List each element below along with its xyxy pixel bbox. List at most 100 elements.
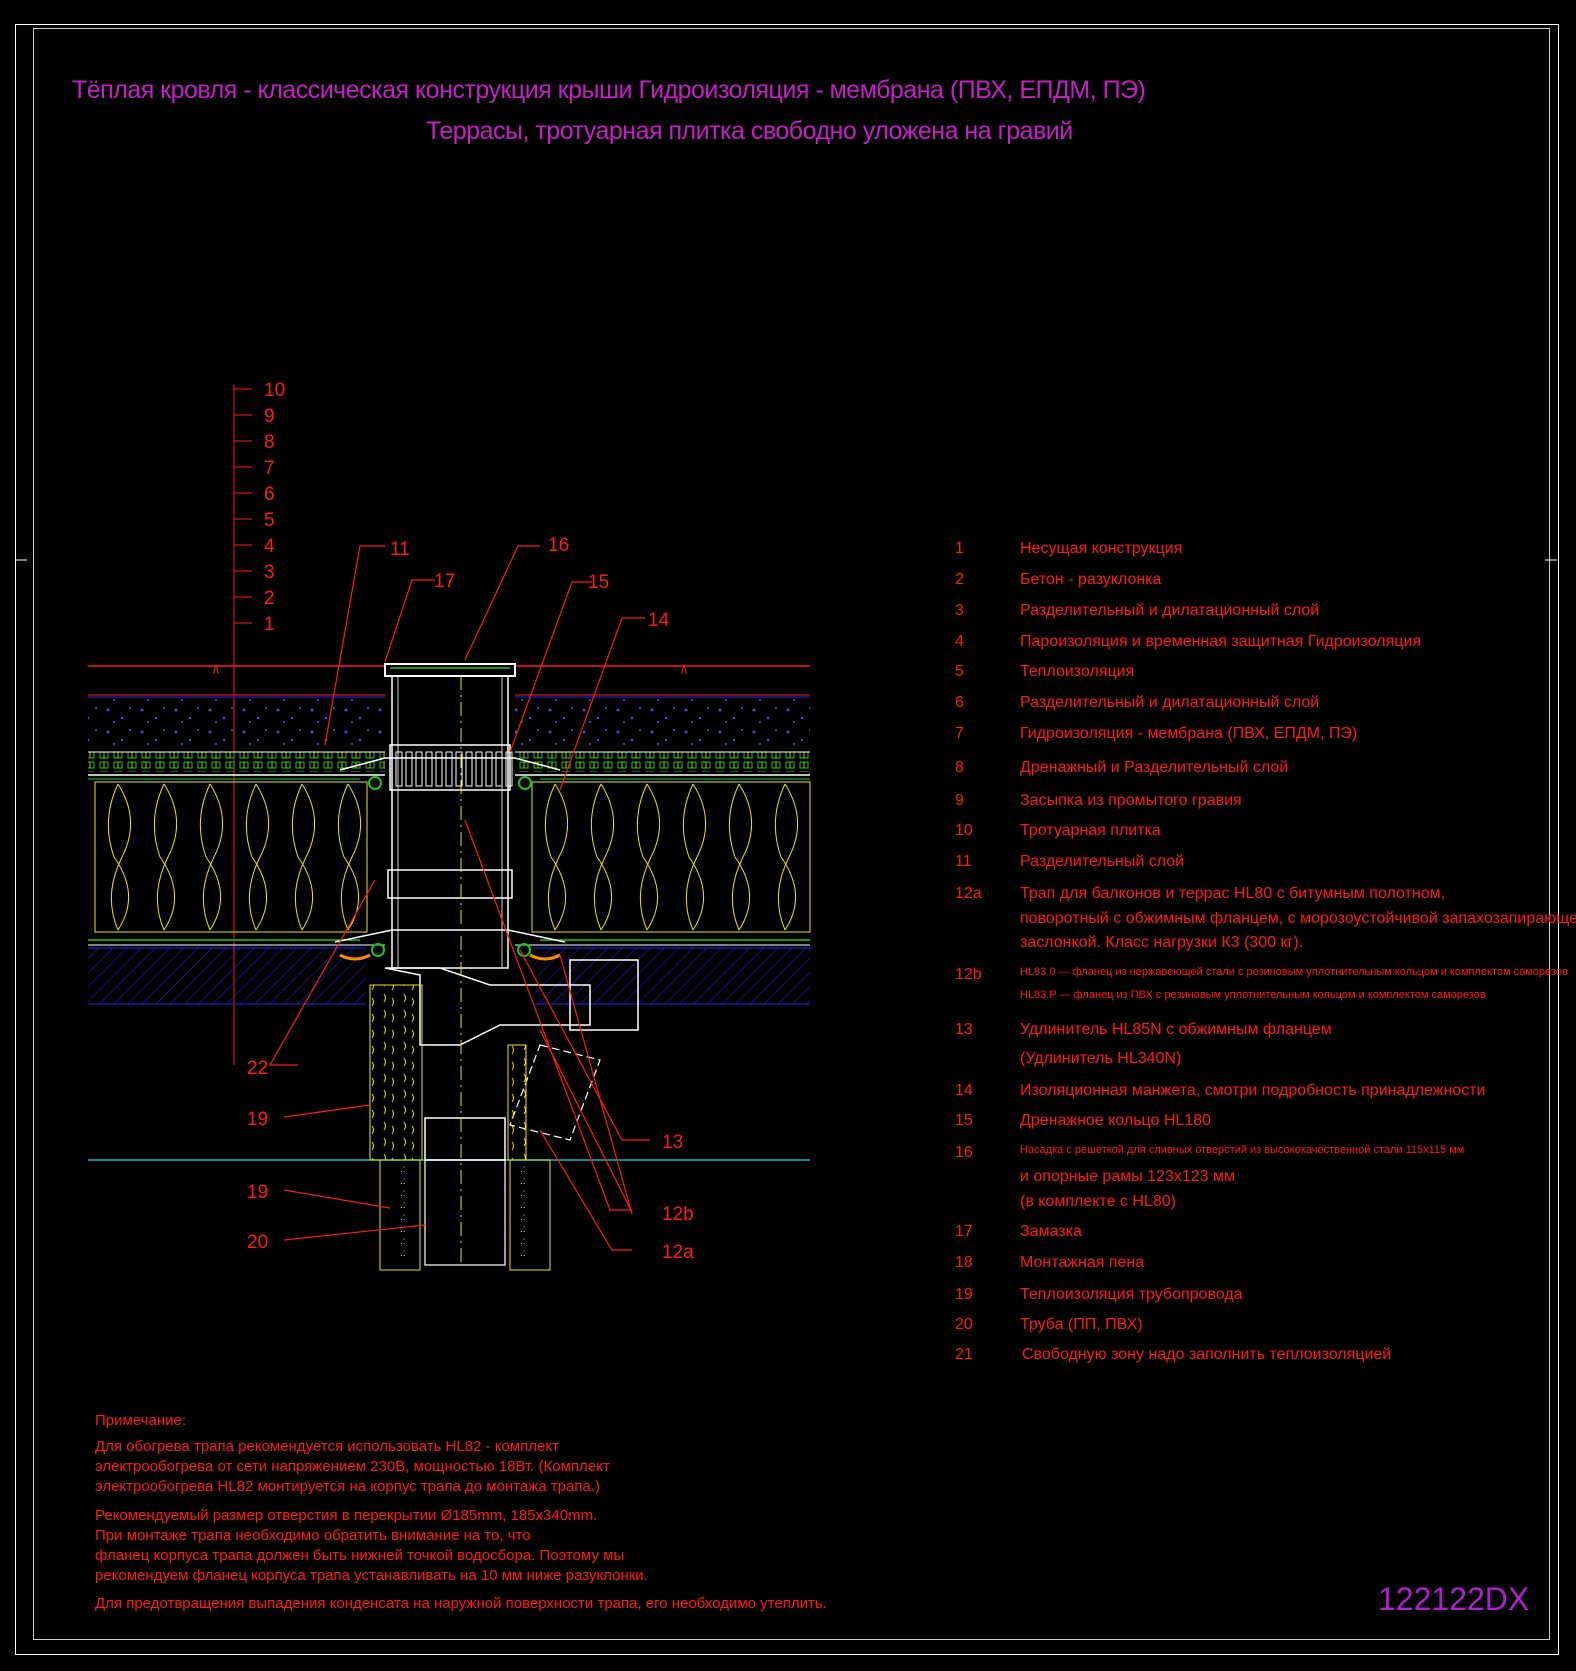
svg-text:.:: .: xyxy=(400,1236,406,1247)
legend-text: Разделительный и дилатационный слой xyxy=(1020,694,1320,711)
legend-number: 14 xyxy=(955,1082,973,1099)
legend-text: Труба (ПП, ПВХ) xyxy=(1020,1316,1143,1333)
layer-scale-label: 9 xyxy=(264,406,275,427)
legend-number: 12a xyxy=(955,885,982,902)
note-p2-l4: рекомендуем фланец корпуса трапа устанав… xyxy=(95,1567,648,1584)
callout-22: 22 xyxy=(247,1058,268,1079)
svg-text:.:: .: xyxy=(400,1188,406,1199)
legend-number: 11 xyxy=(955,853,972,870)
legend-number: 5 xyxy=(955,663,964,680)
title-line-1: Тёплая кровля - классическая конструкция… xyxy=(72,76,1146,104)
legend-text: Удлинитель HL85N с обжимным фланцем xyxy=(1020,1021,1332,1038)
legend-text: Бетон - разуклонка xyxy=(1020,571,1162,588)
legend-number: 15 xyxy=(955,1112,973,1129)
legend-text: HL83.P — фланец из ПВХ с резиновым уплот… xyxy=(1020,989,1486,1001)
legend-text: Теплоизоляция трубопровода xyxy=(1020,1286,1243,1303)
layer-scale-label: 3 xyxy=(264,562,275,583)
gravel-fill-layer xyxy=(88,696,810,749)
legend-text: Теплоизоляция xyxy=(1020,663,1135,680)
svg-text:.:: .: xyxy=(520,1164,526,1175)
legend-number: 12b xyxy=(955,966,982,983)
note-p1-l1: Для обогрева трапа рекомендуется использ… xyxy=(95,1438,559,1455)
legend-text: Монтажная пена xyxy=(1020,1254,1145,1271)
legend-text: Дренажное кольцо HL180 xyxy=(1020,1112,1212,1129)
thermal-insulation-layer xyxy=(94,781,811,933)
legend-number: 18 xyxy=(955,1254,973,1271)
legend-number: 3 xyxy=(955,602,964,619)
layer-scale-label: 5 xyxy=(264,510,275,531)
title-line-2: Террасы, тротуарная плитка свободно улож… xyxy=(426,117,1073,145)
layer-scale-label: 6 xyxy=(264,484,275,505)
note-heading: Примечание: xyxy=(95,1412,186,1429)
legend-text: Свободную зону надо заполнить теплоизоля… xyxy=(1022,1346,1392,1363)
note-p1-l2: электрообогрева от сети напряжением 230В… xyxy=(95,1458,610,1475)
svg-text:.:: .: xyxy=(520,1236,526,1247)
inner-frame xyxy=(33,28,1550,1640)
legend-number: 13 xyxy=(955,1021,973,1038)
drainage-membrane-layer xyxy=(88,751,810,780)
legend-text: Разделительный слой xyxy=(1020,853,1185,870)
callout-12a: 12a xyxy=(662,1242,694,1263)
legend-text: Насадка с решеткой для сливных отверстий… xyxy=(1020,1144,1465,1156)
legend-number: 4 xyxy=(955,633,964,650)
svg-text:.:: .: xyxy=(400,1200,406,1211)
legend-number: 20 xyxy=(955,1316,973,1333)
legend-text: заслонкой. Класс нагрузки К3 (300 кг). xyxy=(1020,934,1304,951)
legend-number: 16 xyxy=(955,1144,973,1161)
legend-text: Дренажный и Разделительный слой xyxy=(1020,759,1289,776)
svg-text:.:: .: xyxy=(520,1248,526,1259)
legend-number: 9 xyxy=(955,792,964,809)
legend-text: Засыпка из промытого гравия xyxy=(1020,792,1242,809)
callout-15: 15 xyxy=(588,572,609,593)
legend-number: 10 xyxy=(955,822,973,839)
legend-text: поворотный с обжимным фланцем, с морозоу… xyxy=(1020,910,1576,927)
svg-text:.:: .: xyxy=(520,1200,526,1211)
legend-number: 19 xyxy=(955,1286,973,1303)
legend-text: Несущая конструкция xyxy=(1020,540,1183,557)
legend-number: 7 xyxy=(955,725,964,742)
note-p2-l2: При монтаже трапа необходимо обратить вн… xyxy=(95,1527,531,1544)
vapour-barrier-layer xyxy=(88,939,810,946)
concrete-slab-layer xyxy=(88,947,810,1005)
legend-text: и опорные рамы 123x123 мм xyxy=(1020,1168,1235,1185)
layer-scale-label: 1 xyxy=(264,614,275,635)
legend-number: 21 xyxy=(955,1346,973,1363)
layer-scale-label: 7 xyxy=(264,458,275,479)
layer-scale-label: 8 xyxy=(264,432,275,453)
pipe-insulation: .:.:.:.:.:.:.:.:.:.:.:.:.:.:.:.: xyxy=(369,984,551,1271)
svg-text:.:: .: xyxy=(520,1212,526,1223)
legend-number: 2 xyxy=(955,571,964,588)
callout-12b: 12b xyxy=(662,1204,694,1225)
note-p2-l3: фланец корпуса трапа должен быть нижней … xyxy=(95,1547,625,1564)
note-p2-l1: Рекомендуемый размер отверстия в перекры… xyxy=(95,1507,598,1524)
svg-text:.:: .: xyxy=(400,1164,406,1175)
callout-16: 16 xyxy=(548,535,569,556)
legend-text: Разделительный и дилатационный слой xyxy=(1020,602,1320,619)
legend-text: (Удлинитель HL340N) xyxy=(1020,1050,1182,1067)
legend-number: 6 xyxy=(955,694,964,711)
legend-text: Замазка xyxy=(1020,1223,1082,1240)
layer-scale-label: 4 xyxy=(264,536,275,557)
svg-text:.:: .: xyxy=(520,1176,526,1187)
outer-frame xyxy=(15,24,1559,1655)
drawing-code: 122122DX xyxy=(1378,1581,1530,1617)
legend-text: Трап для балконов и террас HL80 с битумн… xyxy=(1020,885,1446,902)
legend-text: Тротуарная плитка xyxy=(1020,822,1161,839)
legend-text: HL83.0 — фланец из нержавеющей стали с р… xyxy=(1020,966,1568,978)
legend-number: 8 xyxy=(955,759,964,776)
legend-text: Гидроизоляция - мембрана (ПВХ, ЕПДМ, ПЭ) xyxy=(1020,725,1358,742)
legend-number: 17 xyxy=(955,1223,973,1240)
legend-text: Пароизоляция и временная защитная Гидрои… xyxy=(1020,633,1422,650)
callout-14: 14 xyxy=(648,610,670,631)
svg-text:.:: .: xyxy=(520,1188,526,1199)
callout-13: 13 xyxy=(662,1132,683,1153)
roof-drain-body xyxy=(334,663,639,1266)
layer-scale-label: 10 xyxy=(264,380,285,401)
callout-19b: 19 xyxy=(247,1182,268,1203)
callout-11: 11 xyxy=(390,539,410,560)
legend-number: 1 xyxy=(955,540,964,557)
callout-leaders xyxy=(268,545,650,1251)
callout-17: 17 xyxy=(434,571,455,592)
